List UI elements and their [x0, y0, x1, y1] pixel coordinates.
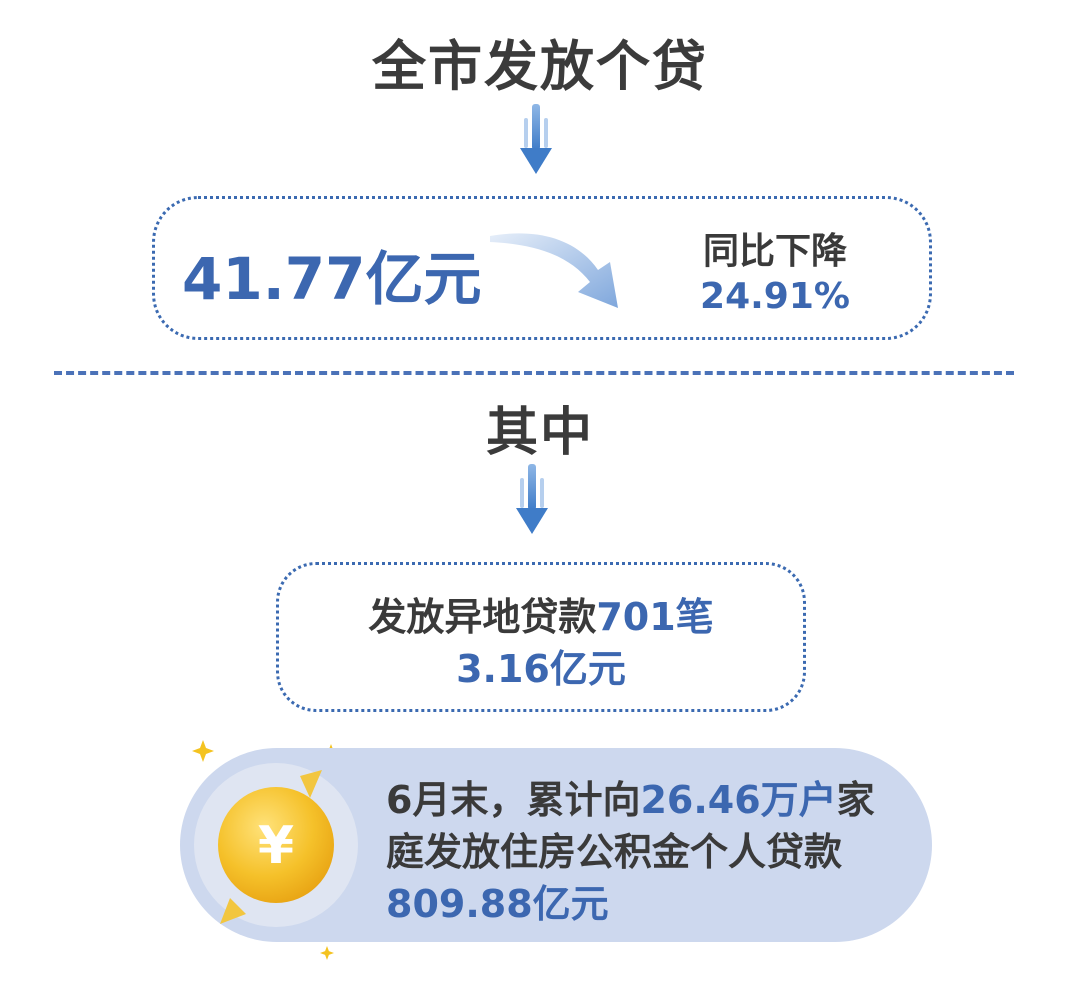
sparkle-icon: [192, 740, 214, 762]
yoy-label: 同比下降: [702, 231, 847, 272]
remote-loan-box: [276, 562, 806, 712]
summary-text: 6月末，累计向26.46万户家 庭发放住房公积金个人贷款 809.88亿元: [386, 774, 926, 930]
summary-amount: 809.88亿元: [386, 882, 609, 926]
yoy-value: 24.91%: [700, 276, 850, 317]
section-divider: [54, 371, 1014, 375]
remote-loan-count: 701笔: [596, 595, 714, 639]
summary-line1-prefix: 6月末，累计向: [386, 778, 641, 822]
page-title: 全市发放个贷: [372, 35, 708, 98]
down-arrow-icon: [516, 464, 548, 534]
remote-loan-line: 发放异地贷款701笔: [276, 586, 806, 641]
total-loan-box: [152, 196, 932, 340]
coin-symbol: ¥: [258, 816, 294, 876]
total-loan-amount: 41.77亿元: [182, 245, 482, 313]
summary-line-2: 庭发放住房公积金个人贷款: [386, 830, 843, 874]
yuan-coin-icon: ¥: [194, 763, 358, 927]
summary-households: 26.46万户: [640, 778, 837, 822]
down-arrow-icon: [520, 104, 552, 174]
summary-line-1: 6月末，累计向26.46万户家: [386, 774, 926, 826]
sparkle-icon: [320, 946, 334, 960]
remote-loan-amount: 3.16亿元: [456, 647, 626, 691]
summary-line1-suffix: 家: [836, 778, 875, 822]
section-title: 其中: [485, 403, 594, 463]
remote-loan-label: 发放异地贷款: [368, 595, 597, 639]
curved-arrow-icon: [490, 233, 618, 308]
